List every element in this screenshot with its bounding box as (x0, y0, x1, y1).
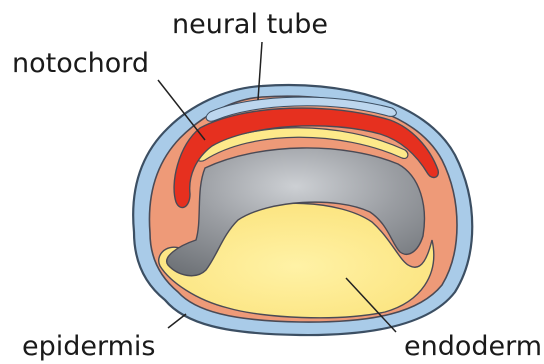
notochord-label: notochord (12, 48, 149, 79)
embryo-body (133, 85, 472, 335)
endoderm-label: endoderm (404, 331, 542, 362)
neural-tube-label: neural tube (172, 9, 328, 40)
epidermis-label: epidermis (22, 331, 156, 362)
epidermis-leader (168, 314, 186, 328)
